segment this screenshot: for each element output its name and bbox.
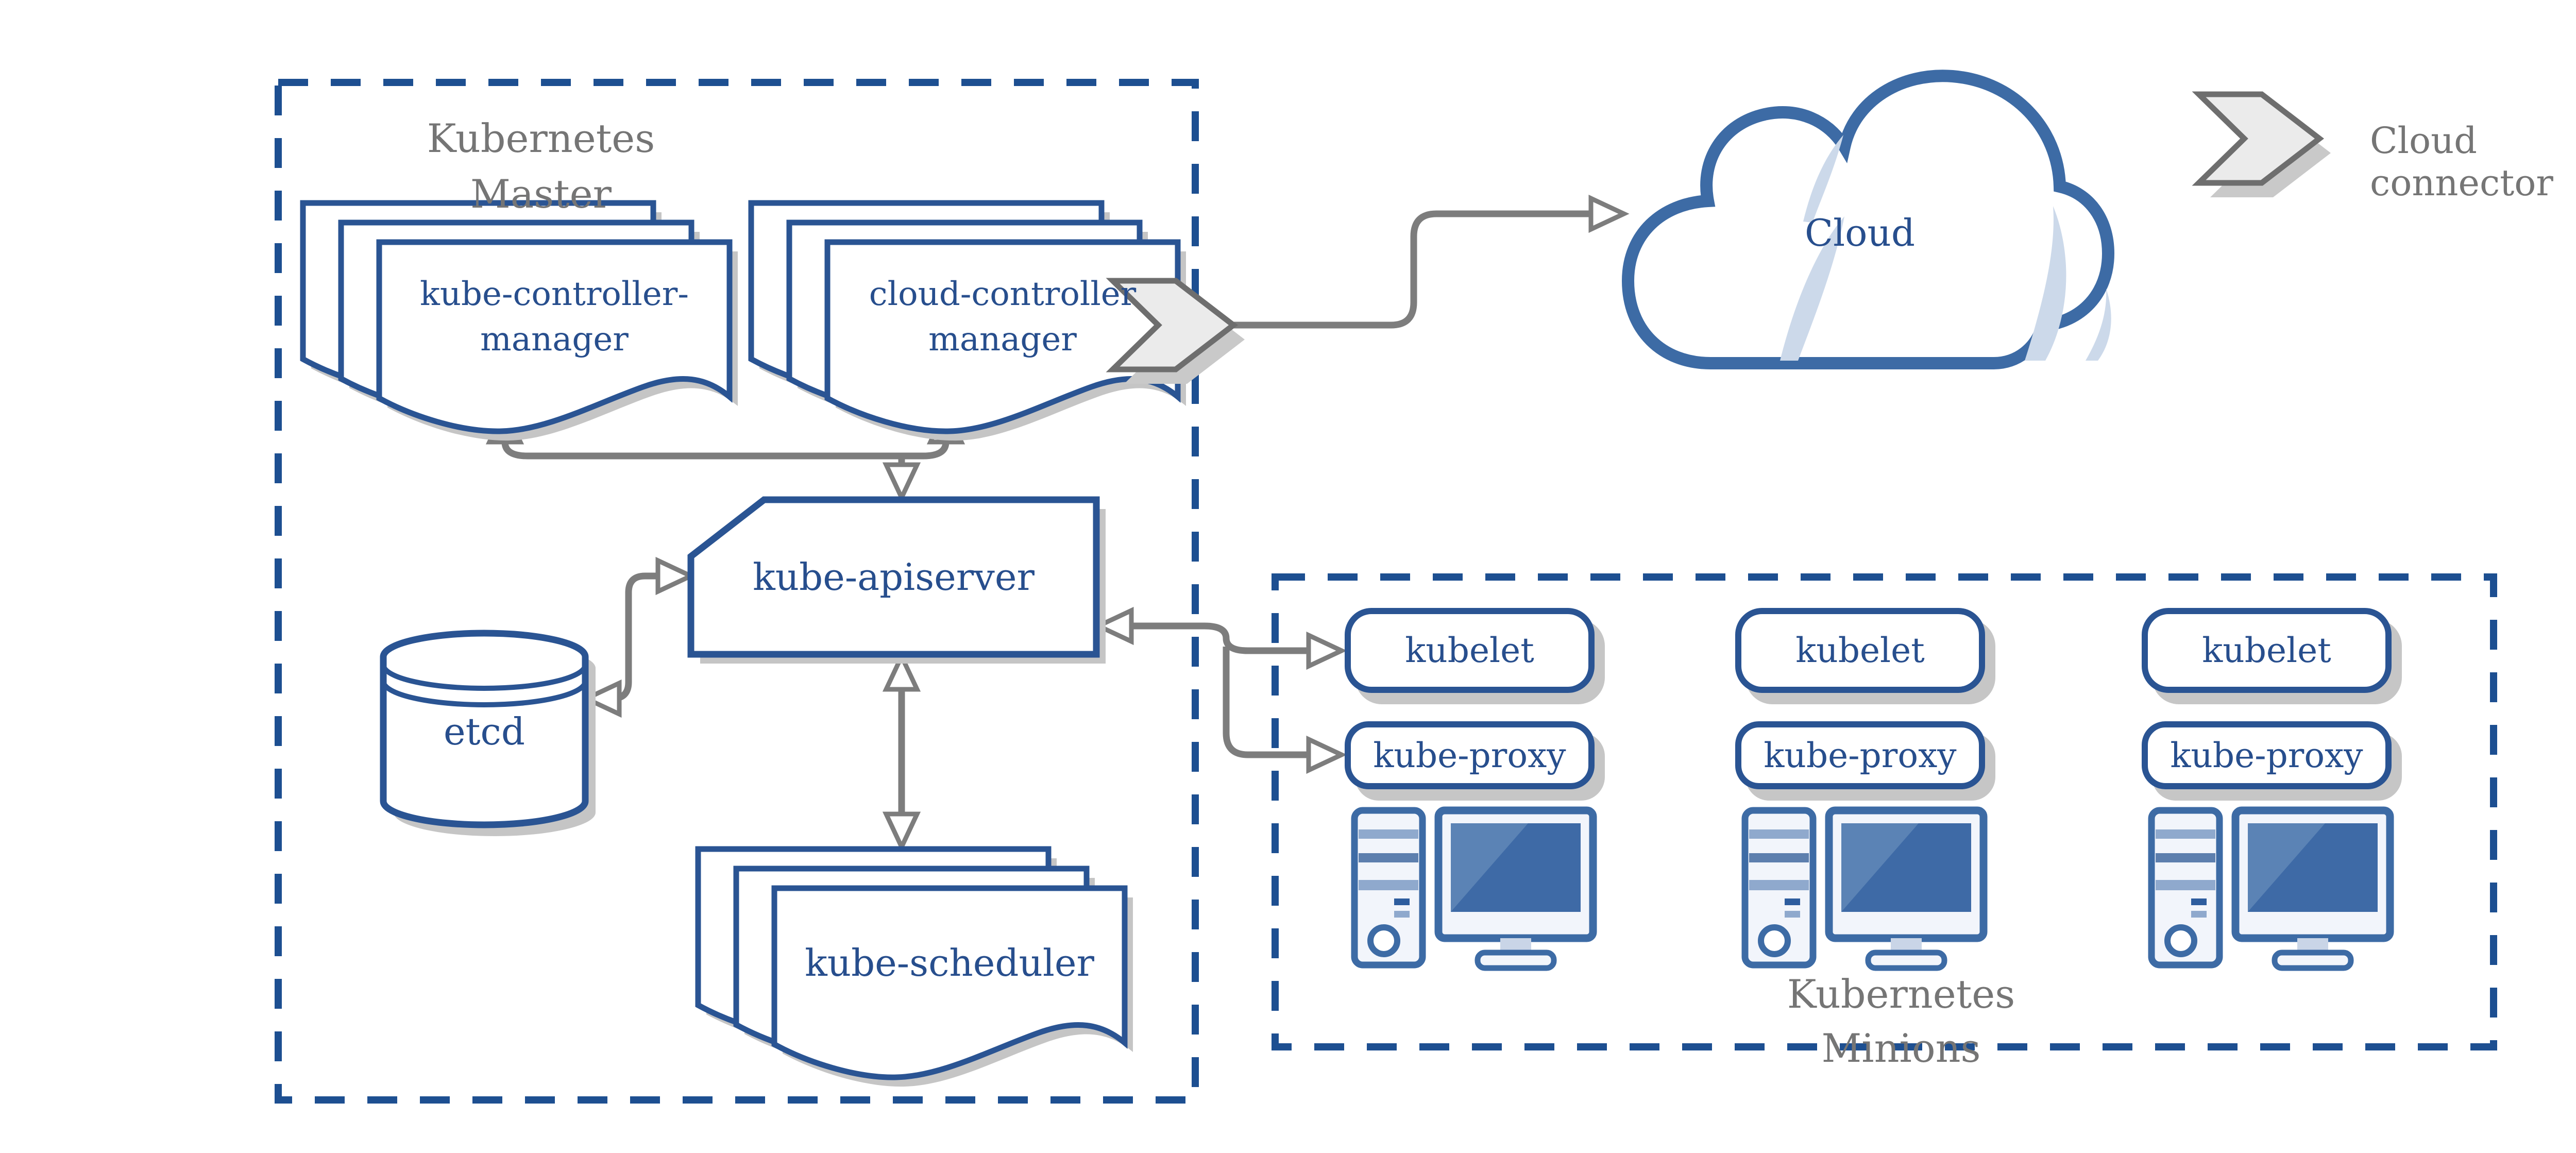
kubelet-label-1: kubelet: [1405, 631, 1534, 670]
arrow-apiserver-etcd: [581, 556, 697, 718]
kubelet-label-3: kubelet: [2202, 631, 2331, 670]
desktop-computer-icon-3: [2151, 810, 2390, 968]
master-title: Kubernetes Master: [335, 111, 747, 222]
cloud-label: Cloud: [1805, 211, 1915, 255]
ccm-line1: cloud-controller: [869, 275, 1137, 313]
minions-title-line1: Kubernetes: [1787, 971, 2015, 1017]
arrow-apiserver-minions: [1093, 606, 1347, 774]
kube-proxy-label-2: kube-proxy: [1764, 735, 1957, 775]
kube-proxy-node-3: kube-proxy: [2142, 721, 2392, 789]
arrow-apiserver-scheduler: [882, 651, 921, 853]
etcd-label: etcd: [444, 710, 525, 753]
kube-scheduler-label: kube-scheduler: [805, 941, 1094, 985]
kube-proxy-node-2: kube-proxy: [1735, 721, 1985, 789]
kube-apiserver-shape: [687, 496, 1106, 664]
arrow-chevron-cloud: [1233, 194, 1630, 329]
kube-apiserver-label: kube-apiserver: [753, 555, 1035, 599]
kubelet-node-1: kubelet: [1345, 608, 1595, 693]
kube-proxy-node-1: kube-proxy: [1345, 721, 1595, 789]
minions-title: Kubernetes Minions: [1741, 968, 2061, 1076]
master-title-line1: Kubernetes: [427, 115, 655, 161]
legend-chevron-icon: [2199, 94, 2331, 197]
master-boundary-box: [275, 79, 1199, 1104]
legend-cloud-connector-label: Cloud connector: [2370, 120, 2553, 204]
kube-proxy-label-3: kube-proxy: [2170, 735, 2363, 775]
desktop-computer-icon-1: [1354, 810, 1593, 968]
cloud-controller-manager-label: cloud-controller manager: [827, 242, 1178, 392]
kubelet-node-2: kubelet: [1735, 608, 1985, 693]
kubelet-label-2: kubelet: [1795, 631, 1925, 670]
kube-controller-manager-label: kube-controller- manager: [379, 242, 730, 392]
kubelet-node-3: kubelet: [2142, 608, 2392, 693]
minions-title-line2: Minions: [1821, 1025, 1981, 1071]
kcm-line1: kube-controller-: [420, 275, 689, 313]
master-title-line2: Master: [470, 171, 612, 217]
kube-proxy-label-1: kube-proxy: [1373, 735, 1566, 775]
desktop-computer-icon-2: [1745, 810, 1984, 968]
cloud-icon: [1621, 70, 2115, 369]
etcd-database-icon: [380, 630, 596, 836]
kcm-line2: manager: [480, 320, 629, 359]
ccm-line2: manager: [928, 320, 1077, 359]
